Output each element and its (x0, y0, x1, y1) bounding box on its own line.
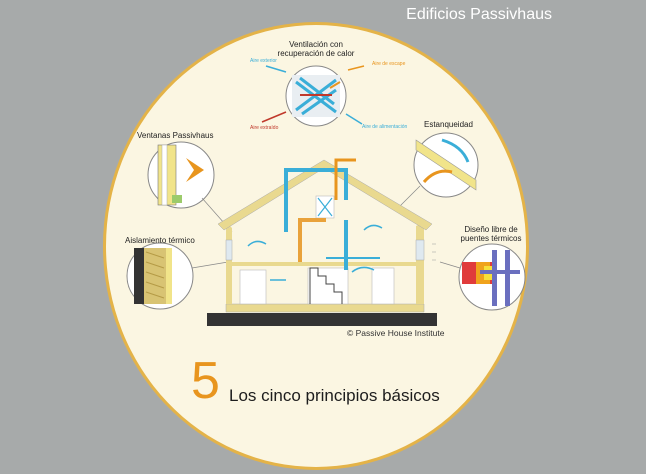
label-supply-air: Aire de alimentación (362, 124, 408, 130)
thermal-bridge-detail-illustration (458, 243, 526, 311)
label-extracted-air: Aire extraído (250, 125, 279, 131)
label-insulation: Aislamiento térmico (125, 236, 195, 245)
windows-detail-illustration (147, 141, 215, 209)
subtitle: Los cinco principios básicos (229, 386, 440, 405)
label-airtightness: Estanqueidad (424, 120, 473, 129)
label-windows: Ventanas Passivhaus (137, 131, 214, 140)
principles-count: 5 (191, 352, 220, 410)
label-exhaust-air: Aire de escape (372, 61, 406, 67)
ventilation-unit-illustration (285, 65, 347, 127)
label-outdoor-air: Aire exterior (250, 58, 277, 64)
copyright-credit: © Passive House Institute (347, 328, 445, 338)
house-section (207, 158, 437, 326)
label-thermal-bridges: Diseño libre de puentes térmicos (460, 225, 522, 244)
insulation-detail-illustration (126, 242, 194, 310)
label-ventilation: Ventilación con recuperación de calor (277, 40, 355, 59)
header-title: Edificios Passivhaus (406, 6, 552, 23)
airtightness-detail-illustration (413, 132, 479, 198)
